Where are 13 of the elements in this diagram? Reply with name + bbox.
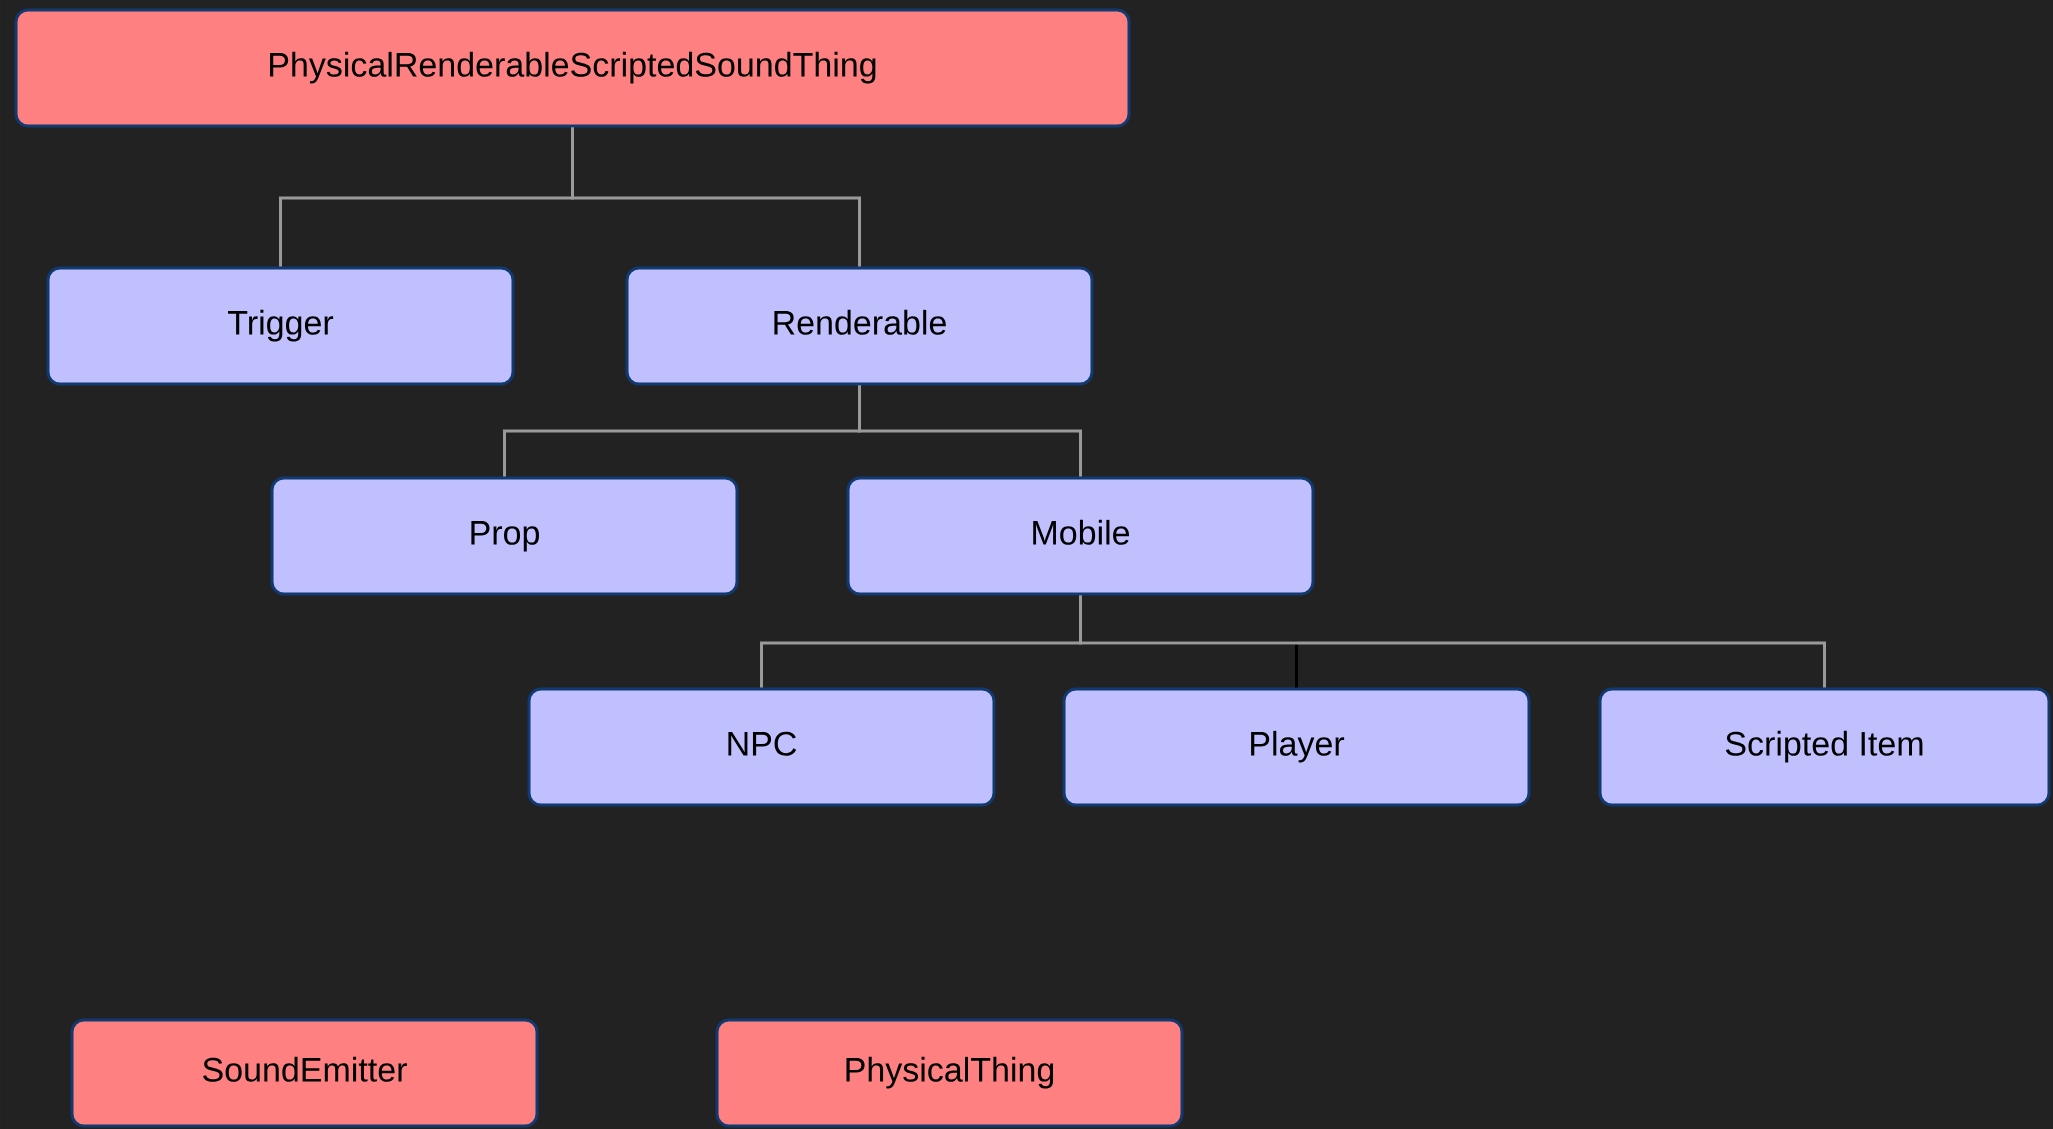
class-box: PhysicalRenderableScriptedSoundThing (14, 8, 1131, 128)
class-box: Mobile (846, 476, 1315, 596)
class-box: PhysicalThing (715, 1018, 1184, 1128)
class-box: Scripted Item (1598, 687, 2051, 807)
connector-line (1079, 595, 1826, 688)
class-box: SoundEmitter (70, 1018, 539, 1128)
class-box: NPC (527, 687, 996, 807)
class-box: Player (1062, 687, 1531, 807)
class-box: Trigger (46, 266, 515, 386)
class-box: Prop (270, 476, 739, 596)
connector-line (571, 127, 861, 267)
class-box: Renderable (625, 266, 1094, 386)
connector-line (858, 385, 1082, 477)
